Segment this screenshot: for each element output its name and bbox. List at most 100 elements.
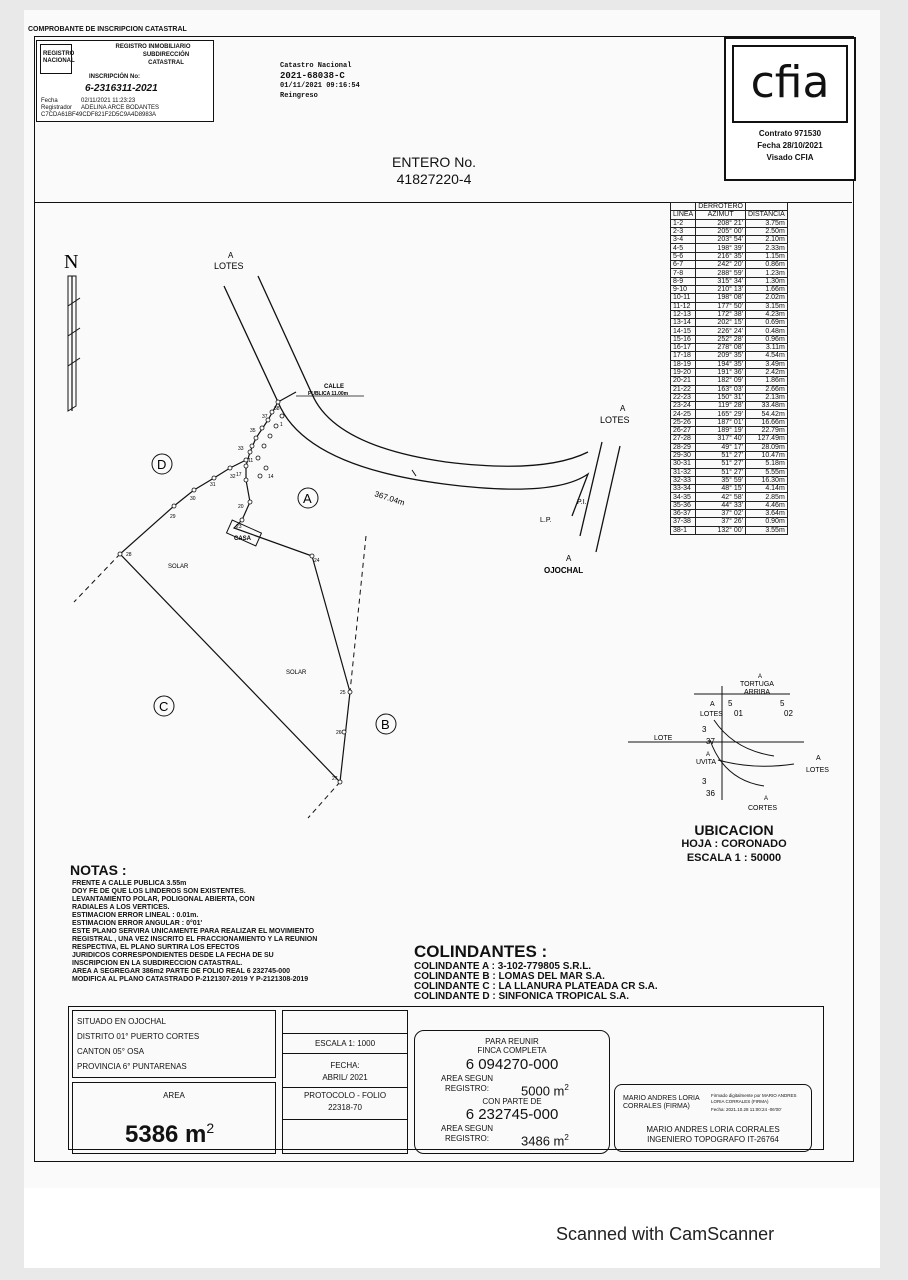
nota-line: INSCRIPCION EN LA SUBDIRECCION CATASTRAL…: [72, 960, 243, 967]
derrotero-cell-distancia: 1.86m: [744, 376, 788, 386]
ubic-5b: 5: [780, 699, 785, 708]
situado-line: PROVINCIA 6° PUNTARENAS: [77, 1062, 187, 1071]
derrotero-cell-linea: 38-1: [669, 525, 697, 535]
derrotero-cell-linea: 10-11: [669, 293, 697, 303]
marker-a: A: [303, 491, 312, 506]
nota-line: ESTE PLANO SERVIRA UNICAMENTE PARA REALI…: [72, 928, 315, 935]
derrotero-cell-distancia: 54.42m: [744, 409, 788, 419]
derrotero-cell-azimut: 191° 36': [695, 367, 746, 378]
derrotero-cell-distancia: 2.13m: [744, 392, 788, 403]
derrotero-cell-azimut: 119° 28': [695, 401, 746, 411]
firma-digital-2: Fecha: 2021.10.28 11:00:24 -06'00': [711, 1107, 782, 1112]
escala-divider-3: [283, 1087, 407, 1088]
nota-line: ESTIMACION ERROR ANGULAR : 0°01': [72, 920, 203, 927]
derrotero-cell-linea: 31-32: [669, 467, 697, 477]
derrotero-cell-distancia: 1.66m: [744, 284, 788, 295]
derrotero-cell-linea: 9-10: [669, 284, 697, 295]
derrotero-cell-distancia: 0.48m: [744, 326, 788, 336]
reunir-box: PARA REUNIR FINCA COMPLETA 6 094270-000 …: [414, 1030, 610, 1154]
derrotero-cell-linea: 17-18: [669, 351, 697, 361]
derrotero-cell-azimut: 209° 35': [695, 351, 746, 361]
vertex-35: 35: [250, 428, 256, 434]
ubic-tortuga: TORTUGA: [740, 681, 774, 688]
colindante-markers: [151, 453, 397, 735]
cfia-contrato: Contrato 971530: [758, 129, 822, 138]
derrotero-cell-azimut: 216° 35': [695, 251, 746, 262]
derrotero-cell-linea: 7-8: [669, 268, 697, 278]
area-value: 5386 m2: [125, 1115, 214, 1148]
derrotero-cell-distancia: 4.23m: [744, 309, 788, 320]
derrotero-cell-linea: 16-17: [669, 343, 697, 353]
derrotero-cell-linea: 33-34: [669, 484, 697, 494]
derrotero-cell-linea: 20-21: [669, 376, 697, 386]
vertex-27: 27: [332, 776, 338, 782]
catastral: CATASTRAL: [148, 60, 184, 66]
reunir-registro-1: REGISTRO:: [445, 1084, 490, 1093]
property-boundary: [119, 391, 351, 784]
derrotero-cell-distancia: 5.55m: [744, 467, 788, 477]
escala-divider-1: [283, 1033, 407, 1034]
area-sup: 2: [206, 1120, 215, 1136]
derrotero-cell-linea: 8-9: [669, 276, 697, 286]
derrotero-cell-linea: 15-16: [669, 334, 697, 345]
derrotero-cell-distancia: 2.42m: [744, 367, 788, 378]
derrotero-cell-linea: 29-30: [669, 450, 697, 461]
reunir-area-1: 5000 m2: [521, 1081, 569, 1098]
catastro-number: 2021-68038-C: [280, 71, 345, 81]
reunir-area-2-sup: 2: [564, 1133, 569, 1142]
registro-title: REGISTRO INMOBILIARIO: [115, 44, 191, 50]
colindantes-title: COLINDANTES :: [414, 942, 548, 961]
nota-line: ESTIMACION ERROR LINEAL : 0.01m.: [72, 912, 199, 919]
entero-number: 41827220-4: [396, 171, 472, 187]
scan-footer: Scanned with CamScanner: [24, 1188, 880, 1268]
ubic-3a: 3: [702, 725, 707, 734]
notas-title: NOTAS :: [70, 862, 127, 878]
derrotero-col-distancia: DISTANCIA: [744, 210, 788, 220]
ubic-lotes-a: A: [710, 701, 715, 708]
derrotero-cell-distancia: 22.79m: [744, 425, 788, 436]
colindante-line: COLINDANTE B : LOMAS DEL MAR S.A.: [414, 971, 605, 982]
derrotero-cell-distancia: 5.18m: [744, 459, 788, 469]
reingreso: Reingreso: [280, 92, 318, 100]
protocolo-label: PROTOCOLO - FOLIO: [303, 1091, 387, 1100]
derrotero-cell-azimut: 51° 27': [695, 459, 746, 469]
derrotero-cell-linea: 27-28: [669, 434, 697, 444]
derrotero-cell-azimut: 163° 03': [695, 384, 746, 394]
road-distance: 367.04m: [373, 489, 406, 507]
ubicacion-escala: ESCALA 1 : 50000: [686, 852, 782, 864]
north-label: N: [64, 251, 78, 273]
reunir-area-segun-2: AREA SEGUN: [441, 1124, 494, 1133]
derrotero-cell-distancia: 1.23m: [744, 268, 788, 278]
derrotero-cell-linea: 4-5: [669, 243, 697, 253]
cfia-logo: cfia: [750, 57, 830, 108]
ubic-lotes: LOTES: [700, 711, 723, 718]
derrotero-cell-azimut: 172° 38': [695, 309, 746, 320]
ubic-5a: 5: [728, 699, 733, 708]
nota-line: RADIALES A LOS VERTICES.: [72, 904, 170, 911]
inscripcion-label: INSCRIPCIÓN No:: [89, 74, 140, 80]
colindante-line: COLINDANTE D : SINFONICA TROPICAL S.A.: [414, 991, 629, 1002]
derrotero-cell-azimut: 187° 01': [695, 417, 746, 428]
derrotero-cell-azimut: 35° 59': [695, 475, 746, 486]
derrotero-cell-distancia: 3.49m: [744, 359, 788, 369]
derrotero-cell-azimut: 49° 17': [695, 442, 746, 452]
ojochal-a: A: [566, 554, 572, 563]
cfia-stamp: cfia Contrato 971530 Fecha 28/10/2021 Vi…: [724, 37, 856, 181]
north-arrow-icon: [67, 275, 81, 412]
derrotero-cell-linea: 18-19: [669, 359, 697, 369]
derrotero-col-azimut: AZIMUT: [695, 210, 746, 220]
firma-name-firma: MARIO ANDRES LORIA CORRALES (FIRMA): [623, 1095, 700, 1110]
